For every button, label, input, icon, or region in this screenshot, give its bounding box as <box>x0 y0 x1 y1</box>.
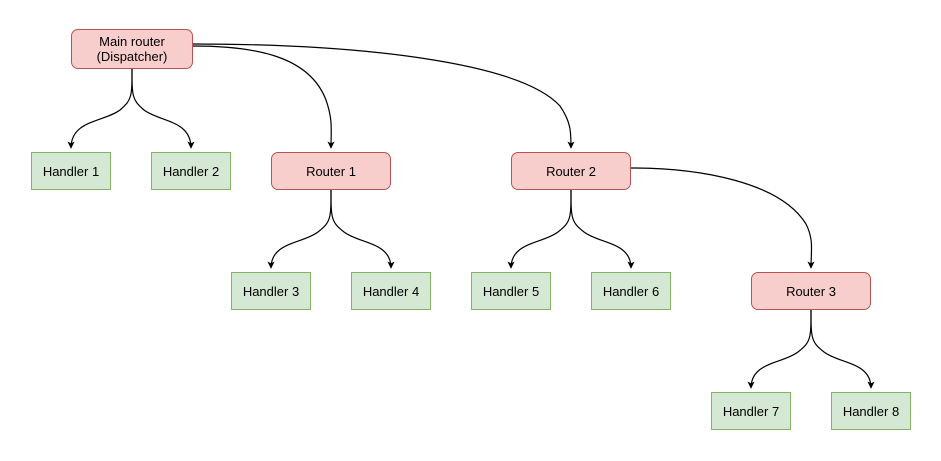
node-handler8[interactable]: Handler 8 <box>831 392 911 430</box>
node-label-handler8: Handler 8 <box>842 403 900 419</box>
node-handler5[interactable]: Handler 5 <box>471 272 551 310</box>
edge-router3-to-handler7 <box>747 309 812 389</box>
edge-router1-to-handler4 <box>330 189 395 269</box>
node-label-main: Main router (Dispatcher) <box>96 34 168 64</box>
edge-router3-to-handler8 <box>810 309 875 389</box>
node-label-handler2: Handler 2 <box>162 163 220 179</box>
node-handler1[interactable]: Handler 1 <box>31 152 111 190</box>
node-label-handler5: Handler 5 <box>482 283 540 299</box>
node-label-handler6: Handler 6 <box>602 283 660 299</box>
node-router3[interactable]: Router 3 <box>751 272 871 310</box>
node-label-router1: Router 1 <box>306 163 356 179</box>
node-label-router3: Router 3 <box>786 283 836 299</box>
edge-main-to-handler2 <box>131 68 195 149</box>
edge-router2-to-handler6 <box>570 189 635 269</box>
node-router1[interactable]: Router 1 <box>271 152 391 190</box>
node-handler7[interactable]: Handler 7 <box>711 392 791 430</box>
node-label-handler3: Handler 3 <box>242 283 300 299</box>
node-label-handler7: Handler 7 <box>722 403 780 419</box>
node-router2[interactable]: Router 2 <box>511 152 631 190</box>
edge-router2-to-router3 <box>630 167 815 269</box>
node-handler4[interactable]: Handler 4 <box>351 272 431 310</box>
node-label-handler1: Handler 1 <box>42 163 100 179</box>
node-handler3[interactable]: Handler 3 <box>231 272 311 310</box>
node-main[interactable]: Main router (Dispatcher) <box>71 29 193 69</box>
edge-main-to-router1 <box>192 45 335 149</box>
edge-main-to-handler1 <box>67 68 133 149</box>
node-label-handler4: Handler 4 <box>362 283 420 299</box>
edge-router1-to-handler3 <box>267 189 332 269</box>
edge-paths <box>67 43 875 389</box>
node-handler6[interactable]: Handler 6 <box>591 272 671 310</box>
node-label-router2: Router 2 <box>546 163 596 179</box>
node-handler2[interactable]: Handler 2 <box>151 152 231 190</box>
edge-router2-to-handler5 <box>507 189 572 269</box>
edge-main-to-router2 <box>192 43 575 149</box>
